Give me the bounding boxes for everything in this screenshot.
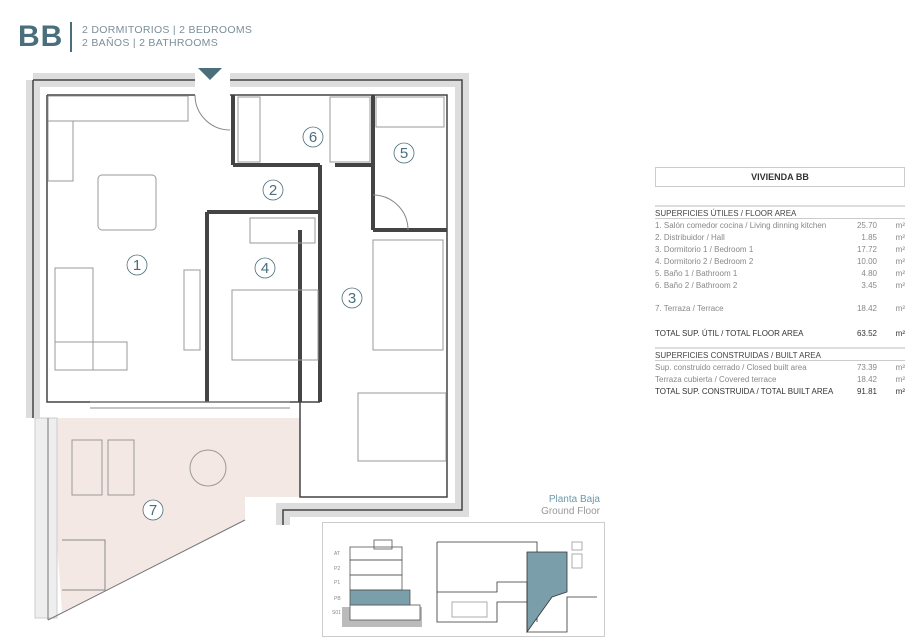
floor-area-heading: SUPERFICIES ÚTILES / FLOOR AREA <box>655 205 905 219</box>
room-number: 1 <box>133 257 141 274</box>
section-diagram <box>342 539 422 627</box>
entrance-arrow-icon <box>198 68 222 80</box>
room-number: 7 <box>149 502 157 519</box>
row-value: 18.42 <box>856 374 877 384</box>
row-unit: m² <box>895 374 905 384</box>
room-marker-6: 6 <box>302 126 324 148</box>
room-marker-1: 1 <box>126 254 148 276</box>
room-marker-5: 5 <box>393 142 415 164</box>
room-marker-3: 3 <box>341 287 363 309</box>
row-value: 1.85 <box>861 232 877 242</box>
table-row: 3. Dormitorio 1 / Bedroom 1 17.72 m² <box>655 243 905 255</box>
header-divider <box>70 22 72 52</box>
row-value: 10.00 <box>856 256 877 266</box>
row-value: 3.45 <box>861 280 877 290</box>
row-unit: m² <box>895 362 905 372</box>
table-row: 2. Distribuidor / Hall 1.85 m² <box>655 231 905 243</box>
row-value: 17.72 <box>856 244 877 254</box>
unit-code: BB <box>18 20 64 53</box>
bedrooms-label: 2 DORMITORIOS | 2 BEDROOMS <box>82 24 253 36</box>
row-value: 73.39 <box>856 362 877 372</box>
row-label: 3. Dormitorio 1 / Bedroom 1 <box>655 244 754 254</box>
room-number: 3 <box>348 290 356 307</box>
row-label: 1. Salón comedor cocina / Living dinning… <box>655 220 827 230</box>
floor-plan: 1 2 3 4 5 6 7 <box>26 68 469 621</box>
row-unit: m² <box>895 268 905 278</box>
row-label: 6. Baño 2 / Bathroom 2 <box>655 280 738 290</box>
terrace-floor <box>48 418 300 612</box>
row-value: 25.70 <box>856 220 877 230</box>
built-area-heading: SUPERFICIES CONSTRUIDAS / BUILT AREA <box>655 347 905 361</box>
floor-title-en: Ground Floor <box>541 506 600 517</box>
row-label: Terraza cubierta / Covered terrace <box>655 374 777 384</box>
room-number: 2 <box>269 182 277 199</box>
total-built-row: TOTAL SUP. CONSTRUIDA / TOTAL BUILT AREA… <box>655 386 905 396</box>
table-row: 1. Salón comedor cocina / Living dinning… <box>655 219 905 231</box>
level-label: P1 <box>334 580 340 586</box>
level-label: P2 <box>334 566 340 572</box>
table-row: 6. Baño 2 / Bathroom 2 3.45 m² <box>655 279 905 291</box>
row-unit: m² <box>895 256 905 266</box>
table-row: 5. Baño 1 / Bathroom 1 4.80 m² <box>655 267 905 279</box>
key-plan: AT P2 P1 PB S01 <box>322 522 605 637</box>
room-marker-4: 4 <box>254 257 276 279</box>
row-unit: m² <box>895 244 905 254</box>
table-row: Sup. construido cerrado / Closed built a… <box>655 361 905 373</box>
room-marker-7: 7 <box>142 499 164 521</box>
row-unit: m² <box>895 280 905 290</box>
row-label: 4. Dormitorio 2 / Bedroom 2 <box>655 256 754 266</box>
room-number: 4 <box>261 260 269 277</box>
row-value: 4.80 <box>861 268 877 278</box>
planter <box>34 417 58 619</box>
row-label: 2. Distribuidor / Hall <box>655 232 725 242</box>
level-label: AT <box>334 551 340 557</box>
bathrooms-label: 2 BAÑOS | 2 BATHROOMS <box>82 37 219 49</box>
level-label: S01 <box>332 610 341 616</box>
floor-title-es: Planta Baja <box>548 494 600 505</box>
row-unit: m² <box>895 220 905 230</box>
table-row: 4. Dormitorio 2 / Bedroom 2 10.00 m² <box>655 255 905 267</box>
site-plan <box>436 541 597 634</box>
row-label: Sup. construido cerrado / Closed built a… <box>655 362 807 372</box>
table-title: VIVIENDA BB <box>655 167 905 187</box>
level-label: PB <box>334 596 341 602</box>
room-number: 5 <box>400 145 408 162</box>
row-label: 5. Baño 1 / Bathroom 1 <box>655 268 738 278</box>
room-marker-2: 2 <box>262 179 284 201</box>
table-row: Terraza cubierta / Covered terrace 18.42 m… <box>655 373 905 385</box>
room-number: 6 <box>309 129 317 146</box>
row-unit: m² <box>895 232 905 242</box>
area-table: VIVIENDA BB SUPERFICIES ÚTILES / FLOOR A… <box>655 167 905 397</box>
